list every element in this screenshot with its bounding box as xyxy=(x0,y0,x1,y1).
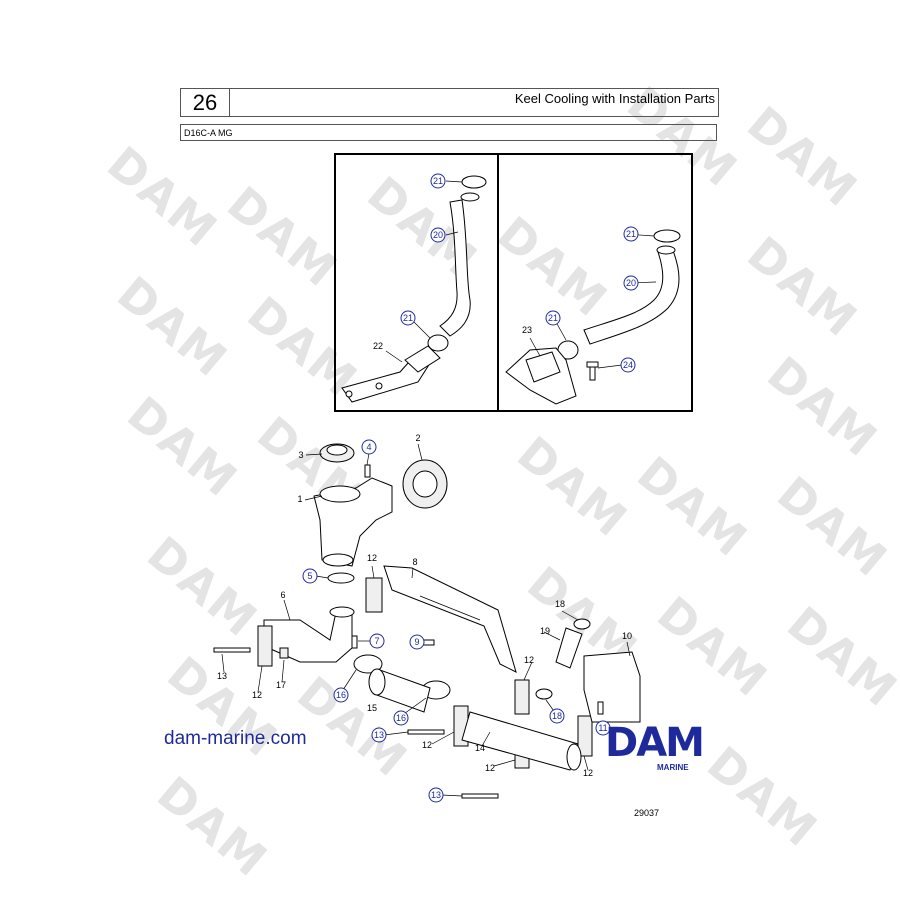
callout-9: 9 xyxy=(409,634,425,650)
svg-text:12: 12 xyxy=(252,690,262,700)
svg-text:DAM: DAM xyxy=(605,722,703,766)
label-10: 10 xyxy=(622,631,632,641)
label-6: 6 xyxy=(280,590,285,600)
label-18: 18 xyxy=(555,599,565,609)
svg-text:12: 12 xyxy=(524,655,534,665)
callout-21: 21 xyxy=(623,226,639,242)
svg-text:4: 4 xyxy=(366,442,371,452)
callout-21: 21 xyxy=(400,310,416,326)
label-2: 2 xyxy=(415,433,420,443)
label-12: 12 xyxy=(367,553,377,563)
callout-18: 18 xyxy=(549,708,565,724)
svg-text:8: 8 xyxy=(412,557,417,567)
label-12: 12 xyxy=(583,768,593,778)
callout-16: 16 xyxy=(333,687,349,703)
svg-text:11: 11 xyxy=(598,723,607,733)
page-number: 26 xyxy=(181,89,230,116)
svg-text:7: 7 xyxy=(374,636,379,646)
svg-text:20: 20 xyxy=(433,230,443,240)
label-15: 15 xyxy=(367,703,377,713)
inset-frame xyxy=(334,153,693,412)
callout-21: 21 xyxy=(430,173,446,189)
svg-text:18: 18 xyxy=(552,711,562,721)
svg-text:MARINE: MARINE xyxy=(657,763,689,772)
model-label: D16C-A MG xyxy=(180,124,717,141)
svg-text:6: 6 xyxy=(280,590,285,600)
svg-text:13: 13 xyxy=(431,790,441,800)
label-3: 3 xyxy=(298,450,303,460)
callout-13: 13 xyxy=(428,787,444,803)
svg-text:21: 21 xyxy=(626,229,636,239)
inset-left-parts xyxy=(341,175,487,403)
label-19: 19 xyxy=(540,626,550,636)
label-23: 23 xyxy=(522,325,532,335)
callout-5: 5 xyxy=(302,568,318,584)
svg-text:24: 24 xyxy=(623,360,633,370)
svg-text:13: 13 xyxy=(217,671,227,681)
svg-text:18: 18 xyxy=(555,599,565,609)
svg-text:9: 9 xyxy=(414,637,419,647)
callout-20: 20 xyxy=(430,227,446,243)
callout-13: 13 xyxy=(371,727,387,743)
label-1: 1 xyxy=(297,494,302,504)
callout-24: 24 xyxy=(620,357,636,373)
callout-16: 16 xyxy=(393,710,409,726)
svg-text:10: 10 xyxy=(622,631,632,641)
svg-text:12: 12 xyxy=(485,763,495,773)
label-13: 13 xyxy=(217,671,227,681)
figure-id: 29037 xyxy=(634,808,660,818)
svg-text:17: 17 xyxy=(276,680,286,690)
label-22: 22 xyxy=(373,341,383,351)
svg-text:12: 12 xyxy=(422,740,432,750)
label-12: 12 xyxy=(524,655,534,665)
page-header: 26 Keel Cooling with Installation Parts xyxy=(180,88,719,117)
svg-text:22: 22 xyxy=(373,341,383,351)
svg-text:16: 16 xyxy=(396,713,406,723)
inset-divider xyxy=(497,153,499,412)
main-parts xyxy=(213,443,641,799)
svg-text:23: 23 xyxy=(522,325,532,335)
page-title: Keel Cooling with Installation Parts xyxy=(514,91,715,106)
callout-20: 20 xyxy=(623,275,639,291)
callout-11: 11 xyxy=(595,720,611,736)
svg-text:20: 20 xyxy=(626,278,636,288)
label-12: 12 xyxy=(485,763,495,773)
label-12: 12 xyxy=(422,740,432,750)
svg-text:5: 5 xyxy=(307,571,312,581)
label-8: 8 xyxy=(412,557,417,567)
svg-text:12: 12 xyxy=(583,768,593,778)
label-12: 12 xyxy=(252,690,262,700)
callout-21: 21 xyxy=(545,310,561,326)
svg-text:19: 19 xyxy=(540,626,550,636)
label-14: 14 xyxy=(475,743,485,753)
callout-4: 4 xyxy=(361,439,377,455)
label-17: 17 xyxy=(276,680,286,690)
svg-text:13: 13 xyxy=(374,730,384,740)
dam-marine-logo: DAM MARINE xyxy=(605,722,705,772)
svg-text:3: 3 xyxy=(298,450,303,460)
svg-text:15: 15 xyxy=(367,703,377,713)
svg-text:21: 21 xyxy=(548,313,558,323)
svg-text:14: 14 xyxy=(475,743,485,753)
svg-text:21: 21 xyxy=(403,313,413,323)
inset-right-parts xyxy=(505,229,681,405)
svg-text:21: 21 xyxy=(433,176,443,186)
svg-text:16: 16 xyxy=(336,690,346,700)
website-link[interactable]: dam-marine.com xyxy=(164,728,307,749)
svg-text:2: 2 xyxy=(415,433,420,443)
svg-text:12: 12 xyxy=(367,553,377,563)
callout-7: 7 xyxy=(369,633,385,649)
svg-text:1: 1 xyxy=(297,494,302,504)
